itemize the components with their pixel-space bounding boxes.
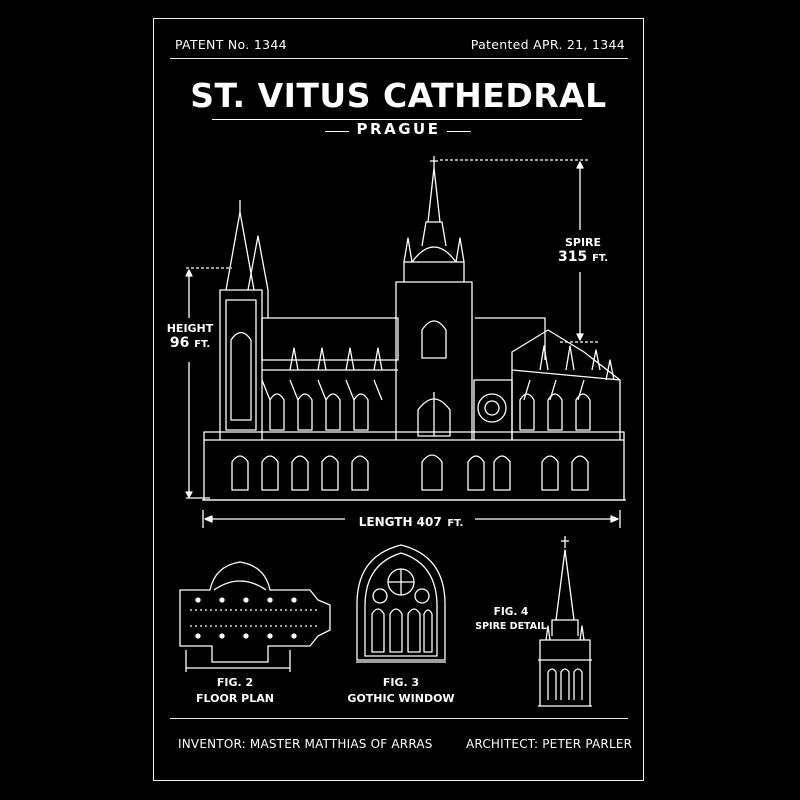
gothic-window-figure <box>356 544 446 663</box>
pinnacles <box>261 345 621 401</box>
subtitle-rule-right <box>447 131 471 132</box>
height-dimension <box>185 267 232 499</box>
architect-credit: ARCHITECT: PETER PARLER <box>466 737 633 751</box>
fig2-caption: FIG. 2 FLOOR PLAN <box>196 676 274 705</box>
spire-dimension <box>440 159 598 343</box>
subtitle-rule-left <box>325 131 349 132</box>
fig4-caption: FIG. 4 SPIRE DETAIL <box>475 606 547 632</box>
spire-dimension-label: SPIRE 315 FT. <box>557 236 609 265</box>
header-rule <box>170 58 628 59</box>
poster-frame <box>153 18 644 781</box>
length-dimension <box>202 510 621 528</box>
nave-windows <box>231 393 591 491</box>
fig3-caption: FIG. 3 GOTHIC WINDOW <box>347 676 455 705</box>
height-dimension-label: HEIGHT 96 FT. <box>166 322 214 351</box>
cathedral-elevation <box>202 156 626 501</box>
floor-plan-figure <box>179 561 331 672</box>
page-subtitle: PRAGUE <box>356 120 441 138</box>
patent-number: PATENT No. 1344 <box>175 37 287 52</box>
inventor-credit: INVENTOR: MASTER MATTHIAS OF ARRAS <box>178 737 433 751</box>
footer-rule <box>170 718 628 719</box>
patented-date: Patented APR. 21, 1344 <box>470 37 625 52</box>
page-title: ST. VITUS CATHEDRAL <box>190 76 607 115</box>
spire-detail-figure <box>538 536 592 707</box>
length-dimension-label: LENGTH 407 FT. <box>358 515 464 529</box>
title-underline <box>212 119 582 120</box>
